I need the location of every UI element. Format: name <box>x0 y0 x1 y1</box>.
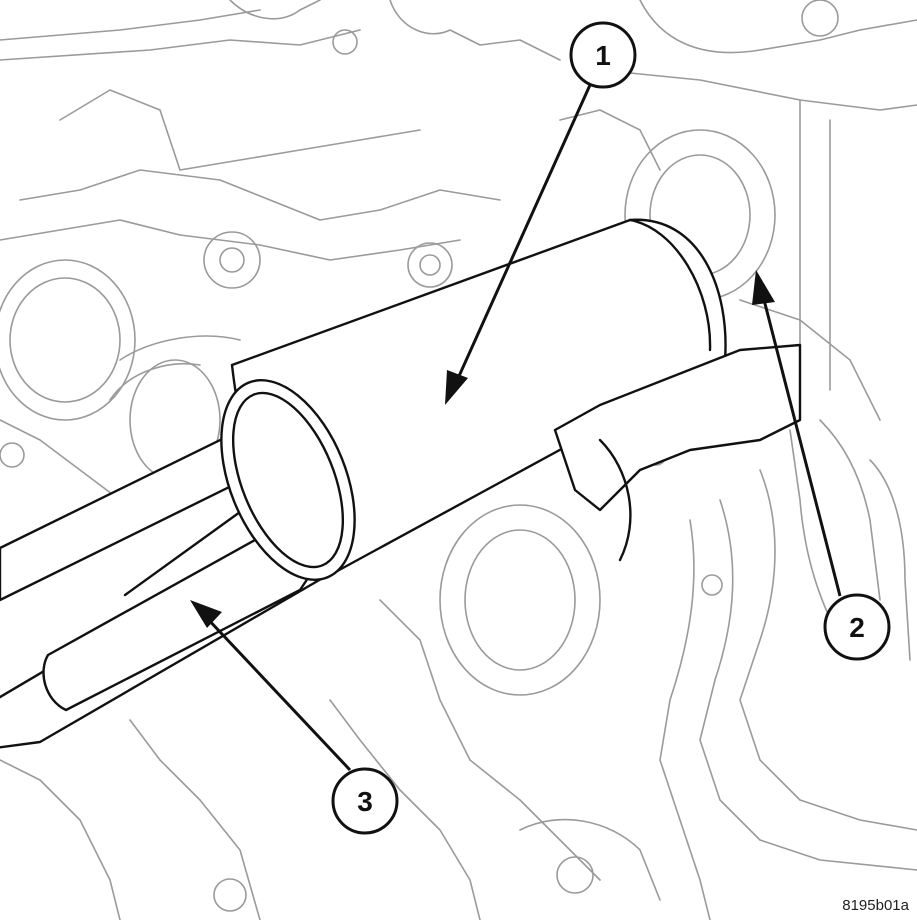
figure-id: 8195b01a <box>842 897 909 914</box>
callout-1: 1 <box>569 21 637 89</box>
leader-lines <box>190 84 842 772</box>
callout-1-label: 1 <box>595 40 611 71</box>
seal-installer-tool <box>220 218 727 581</box>
leader-line-3 <box>203 614 352 772</box>
callout-3: 3 <box>331 767 399 835</box>
arrowhead-1 <box>445 370 468 405</box>
arrowhead-2 <box>752 270 775 305</box>
callout-2-label: 2 <box>849 612 865 643</box>
crankshaft-seal-bore <box>553 343 802 562</box>
callout-3-label: 3 <box>357 786 373 817</box>
arrowhead-3 <box>190 600 222 628</box>
callout-2: 2 <box>823 593 891 661</box>
leader-line-2 <box>760 291 842 597</box>
leader-line-1 <box>453 84 592 386</box>
